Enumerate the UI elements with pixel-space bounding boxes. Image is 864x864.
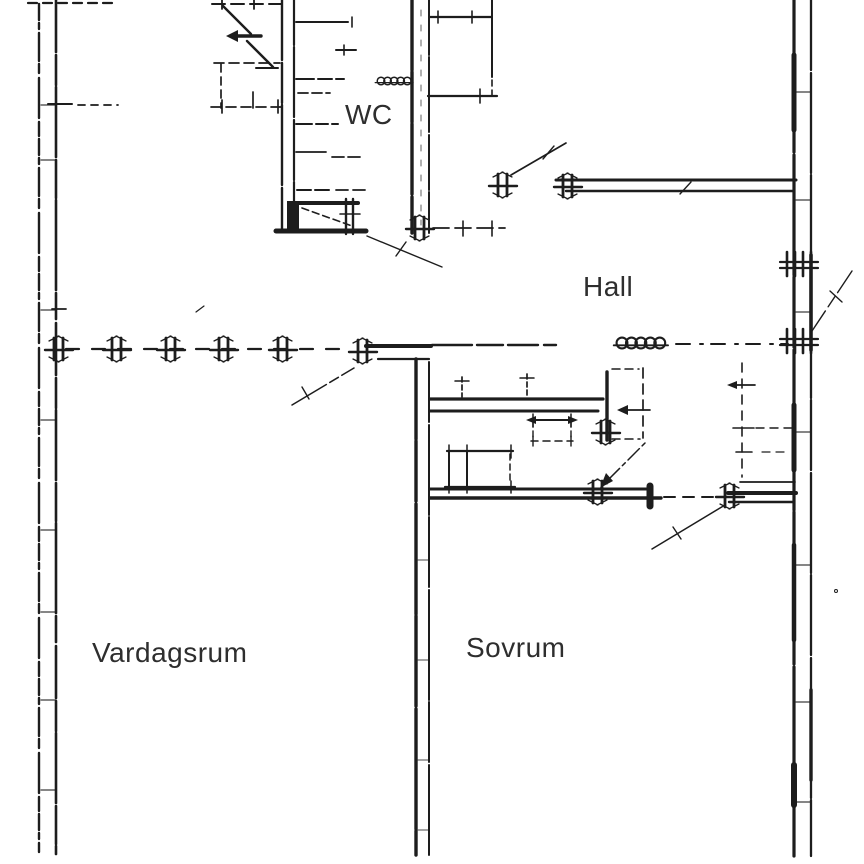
- leader-tick: [301, 386, 310, 400]
- wall-post-symbol: [101, 334, 133, 364]
- sovrum-north-wall: [428, 367, 651, 447]
- zigzag-mark: [221, 4, 253, 36]
- arrowhead: [727, 381, 737, 389]
- north-annotations: [210, 0, 289, 114]
- wall-post-symbol: [267, 334, 299, 364]
- tick-mark: [448, 480, 512, 494]
- tick-mark: [462, 220, 493, 237]
- wall-post-symbol: [552, 171, 584, 201]
- room-label-wc: WC: [345, 99, 393, 130]
- leader-line: [811, 270, 853, 332]
- room-label-sovrum: Sovrum: [466, 632, 565, 663]
- room-label-hall: Hall: [583, 271, 633, 302]
- coil-symbol: [374, 76, 414, 86]
- tick-mark: [221, 0, 255, 10]
- leader-line: [366, 235, 443, 268]
- leader-line: [291, 367, 355, 406]
- tick-mark: [221, 99, 279, 114]
- arrowhead: [617, 405, 628, 415]
- sovrum-furniture: [443, 413, 578, 494]
- fixture-fill: [287, 201, 299, 231]
- tick-mark: [195, 305, 205, 313]
- arrowhead: [600, 473, 613, 488]
- exterior-wall-east: [778, 0, 853, 858]
- wall-post-symbol: [208, 334, 240, 364]
- wall-post-symbol: [778, 250, 820, 278]
- wall-post-symbol: [778, 327, 820, 355]
- tick-mark: [679, 181, 692, 195]
- sovrum-south-wall: [428, 362, 798, 550]
- wall-post-symbol: [347, 336, 379, 366]
- coil-symbol: [612, 336, 670, 350]
- hall-closet: [426, 0, 499, 104]
- room-wc: [273, 0, 506, 268]
- arrowhead: [226, 30, 238, 42]
- fixture-divider: [344, 197, 355, 236]
- hall-north-wall: [487, 142, 798, 201]
- wall-rung-marks: [417, 559, 429, 831]
- leader-line: [651, 504, 726, 550]
- wall-rung-marks: [795, 91, 811, 803]
- wall-post-symbol: [714, 481, 746, 511]
- leader-tick: [829, 290, 843, 303]
- arrowhead: [568, 416, 578, 424]
- furniture-edge: [532, 420, 572, 442]
- wall-rung-marks: [40, 104, 57, 791]
- interior-wall-center: [364, 344, 433, 857]
- room-label-vardagsrum: Vardagsrum: [92, 637, 247, 668]
- wall-post-symbol: [43, 334, 75, 364]
- tick-mark: [532, 435, 572, 447]
- leader-tick: [672, 526, 682, 540]
- fixture-diagonal: [301, 207, 353, 227]
- wall-post-symbol: [487, 170, 519, 200]
- leader-line: [606, 442, 646, 482]
- tick-mark: [437, 10, 473, 24]
- scan-speck: [834, 589, 838, 593]
- door-leaf: [510, 142, 567, 176]
- exterior-wall-west: [26, 0, 120, 856]
- wall-post-symbol: [155, 334, 187, 364]
- leader-tick: [542, 145, 555, 160]
- arrowhead: [526, 416, 536, 424]
- leader-tick: [395, 241, 407, 257]
- former-wall-line: [43, 305, 789, 406]
